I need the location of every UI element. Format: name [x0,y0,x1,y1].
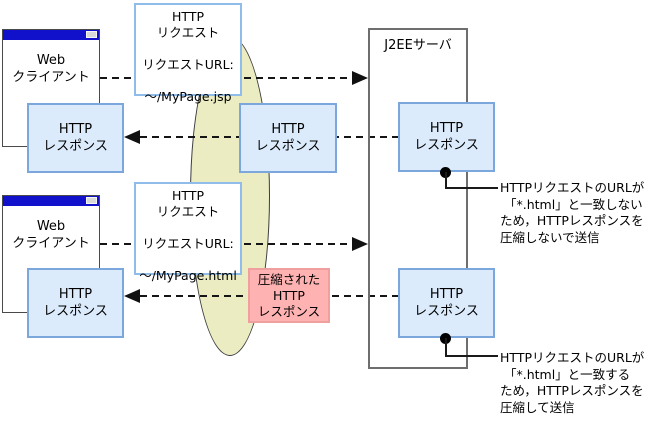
request-arrow-2-head-icon [352,237,368,251]
titlebar-button-icon [86,31,97,38]
web-client-label-2: Web クライアント [12,219,90,251]
callout-line-vertical-2 [445,338,447,357]
callout-line-horizontal-1 [445,187,498,189]
titlebar-button-icon [86,197,97,204]
callout-line-vertical-1 [445,172,447,189]
window-titlebar [3,196,99,206]
http-response-box-client-1: HTTP レスポンス [27,103,124,173]
request-url-value-2: ～/MyPage.html [139,268,237,283]
j2ee-server-label: J2EEサーバ [384,38,452,53]
callout-line-horizontal-2 [445,355,498,357]
annotation-no-compression: HTTPリクエストのURLが 「*.html」と一致しない ため，HTTPレスポ… [500,180,645,245]
http-request-box-1: HTTP リクエスト リクエストURL: ～/MyPage.jsp [134,3,242,104]
response-arrow-2-head-icon [124,289,140,303]
http-response-box-transit-1: HTTP レスポンス [239,103,337,173]
j2ee-server-box: J2EEサーバ [368,28,468,369]
http-request-title-2: HTTP リクエスト [156,188,220,219]
window-titlebar [3,30,99,40]
http-request-title-1: HTTP リクエスト [156,9,220,40]
response-arrow-1-head-icon [124,130,140,144]
request-url-value-1: ～/MyPage.jsp [144,89,232,104]
request-arrow-1-head-icon [352,71,368,85]
request-url-label-1: リクエストURL: [142,57,234,72]
http-response-box-client-2: HTTP レスポンス [27,268,124,338]
request-url-label-2: リクエストURL: [142,236,234,251]
annotation-compression: HTTPリクエストのURLが 「*.html」と一致する ため，HTTPレスポン… [500,350,645,415]
web-client-label-1: Web クライアント [12,53,90,85]
compressed-http-response-box: 圧縮された HTTP レスポンス [248,268,330,323]
http-response-box-server-2: HTTP レスポンス [398,268,495,338]
http-request-box-2: HTTP リクエスト リクエストURL: ～/MyPage.html [134,182,242,283]
http-response-box-server-1: HTTP レスポンス [398,102,495,172]
